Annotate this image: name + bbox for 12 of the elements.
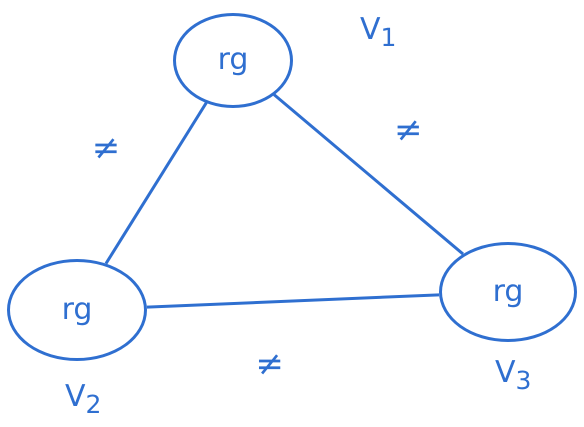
connector-line [146, 293, 440, 309]
circle-node [173, 12, 293, 108]
connector-line [273, 93, 464, 256]
node-label: rg [492, 277, 524, 307]
vertex-label: V$_{2}$ [65, 382, 102, 417]
circle-node [439, 242, 577, 342]
node-label: rg [218, 45, 248, 75]
circle-node [7, 259, 147, 361]
vertex-label: V$_{3}$ [495, 358, 532, 393]
connector-line [104, 102, 208, 264]
vertex-label: V$_{1}$ [360, 15, 396, 50]
node-label: rg [62, 295, 92, 325]
